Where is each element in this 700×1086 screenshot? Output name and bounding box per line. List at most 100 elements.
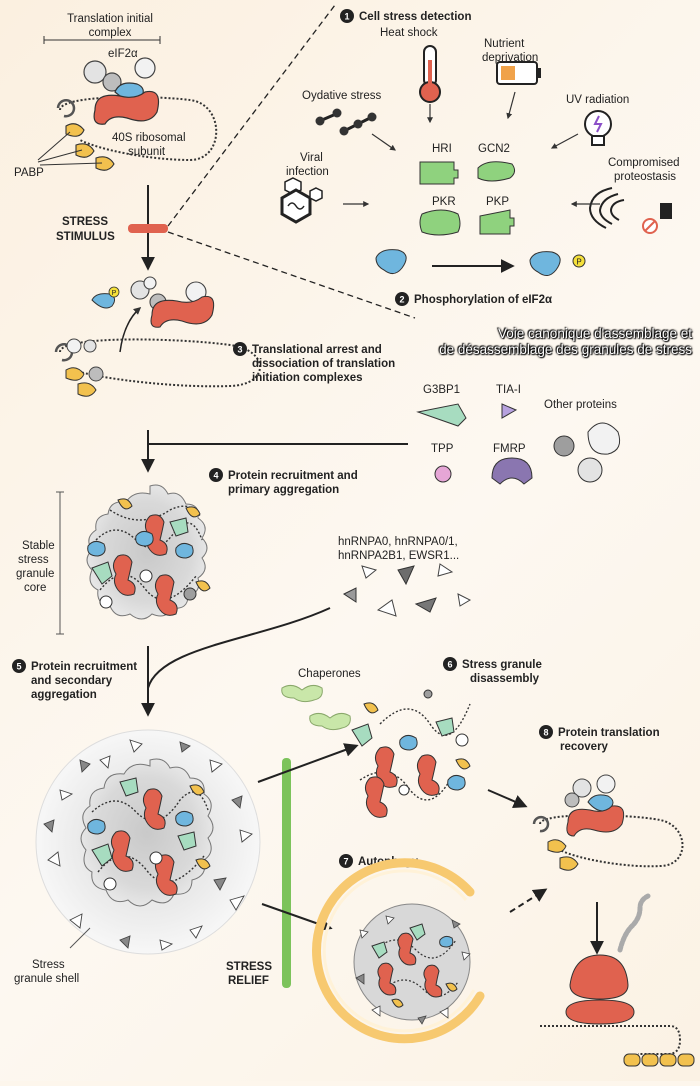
shell-label: Stress [32,959,65,971]
step-6-badge: 6 [443,657,457,671]
stable-core-label-2: stress [18,554,49,566]
tpp-protein [434,465,452,483]
flow-arrow-2 [141,443,408,473]
hnrnp-proteins [343,563,472,617]
svg-text:7: 7 [343,857,348,867]
flow-arrow-3 [147,607,331,689]
disassembled-granule [351,689,471,818]
stable-core-label: Stable [22,540,55,552]
french-caption-overlay: Voie canonique d'assemblage et de désass… [400,326,692,358]
overlay-line-1: Voie canonique d'assemblage et [498,326,692,341]
gcn2-label: GCN2 [478,143,510,155]
tia1-protein [501,403,518,419]
proteostasis-organelle-icon [588,187,672,234]
other-protein-3 [577,457,603,483]
stable-core-label-3: granule [16,568,54,580]
recruited-proteins-panel: G3BP1 TIA-I Other proteins TPP FMRP [416,384,621,485]
step-2-title: Phosphorylation of eIF2α [414,294,552,306]
step-3-title-2: dissociation of translation [252,358,395,370]
stress-stimulus-label: STRESS [62,216,108,228]
chaperone-proteins [281,684,351,731]
step-1-cell-stress-detection: 1 Cell stress detection Heat shock Nutri… [280,9,680,236]
ribosomal-subunit [93,90,160,125]
nutrient-label: Nutrient [484,38,525,50]
recovery-dashed-arrow [509,888,548,913]
step-3-title-3: initiation complexes [252,372,363,384]
eif2a-label: eIF2α [108,48,138,60]
svg-text:3: 3 [237,345,242,355]
stress-granule-shell [35,729,261,955]
svg-text:8: 8 [543,728,548,738]
shell-proteins [47,739,253,951]
stress-stimulus-bar [128,224,168,233]
svg-text:5: 5 [16,662,21,672]
pabp-label: PABP [14,167,44,179]
step-8-badge: 8 [539,725,553,739]
other-protein-2 [587,422,621,455]
eif2a-unphosphorylated [375,249,407,274]
autophagosome [312,858,485,1044]
shell-label-2: granule shell [14,973,79,985]
overlay-line-2: de désassemblage des granules de stress [439,342,692,357]
svg-text:1: 1 [344,12,349,22]
step-1-title: Cell stress detection [359,11,471,23]
battery-icon [496,61,541,85]
svg-text:4: 4 [213,471,218,481]
step-5-badge: 5 [12,659,26,673]
pkp-kinase [479,209,515,235]
thermometer-icon [419,45,441,103]
tpp-label: TPP [431,443,454,455]
step-8-title: Protein translation [558,727,660,739]
gcn2-kinase [477,161,516,182]
stress-stimulus-label-2: STIMULUS [56,231,115,243]
stress-relief-label-2: RELIEF [228,975,269,987]
released-ribosome [150,295,215,328]
zoom-line-top [167,4,336,227]
tia1-label: TIA-I [496,384,521,396]
step-6-title-2: disassembly [470,673,540,685]
uv-radiation-label: UV radiation [566,94,629,106]
svg-text:P: P [112,290,117,297]
step-1-badge: 1 [340,9,354,23]
stress-relief-label: STRESS [226,961,272,973]
step-8-title-2: recovery [560,741,609,753]
g3bp1-label: G3BP1 [423,384,460,396]
pkr-label: PKR [432,196,456,208]
chaperones-label: Chaperones [298,668,361,680]
step-2-badge: 2 [395,292,409,306]
step-5-title-3: aggregation [31,689,97,701]
zoom-line-bottom [167,231,416,319]
stable-granule-core [86,484,211,620]
mrna-cap [56,99,76,118]
step-7-badge: 7 [339,854,353,868]
hri-label: HRI [432,143,452,155]
virus-icon [280,177,323,224]
svg-text:2: 2 [399,295,404,305]
translation-complex-label: Translation initial [67,13,153,25]
step-3-translational-arrest: P 3 Translational arrest and dissociatio… [54,276,395,397]
pkr-kinase [419,209,461,236]
pkp-label: PKP [486,196,509,208]
g3bp1-protein [416,403,467,427]
pabp-protein [65,123,85,137]
step-2-phosphorylation: P 2 Phosphorylation of eIF2α [375,249,586,306]
step-5-title-2: and secondary [31,675,113,687]
uv-lightbulb-icon [584,110,612,146]
step-4-title: Protein recruitment and [228,470,358,482]
phosphate-marker [572,254,586,268]
heat-shock-label: Heat shock [380,27,438,39]
step-4-badge: 4 [209,468,223,482]
svg-text:6: 6 [447,660,452,670]
step-4-title-2: primary aggregation [228,484,339,496]
oxidative-molecule-icon [315,108,377,136]
translation-complex-label-2: complex [89,27,132,39]
translating-ribosome [540,893,695,1067]
viral-infection-label: Viral [300,152,323,164]
viral-infection-label-2: infection [286,166,329,178]
proteostasis-label-2: proteostasis [614,171,676,183]
fmrp-label: FMRP [493,443,526,455]
hnrnp-label: hnRNPA0, hnRNPA0/1, [338,536,458,548]
other-proteins-label: Other proteins [544,399,617,411]
